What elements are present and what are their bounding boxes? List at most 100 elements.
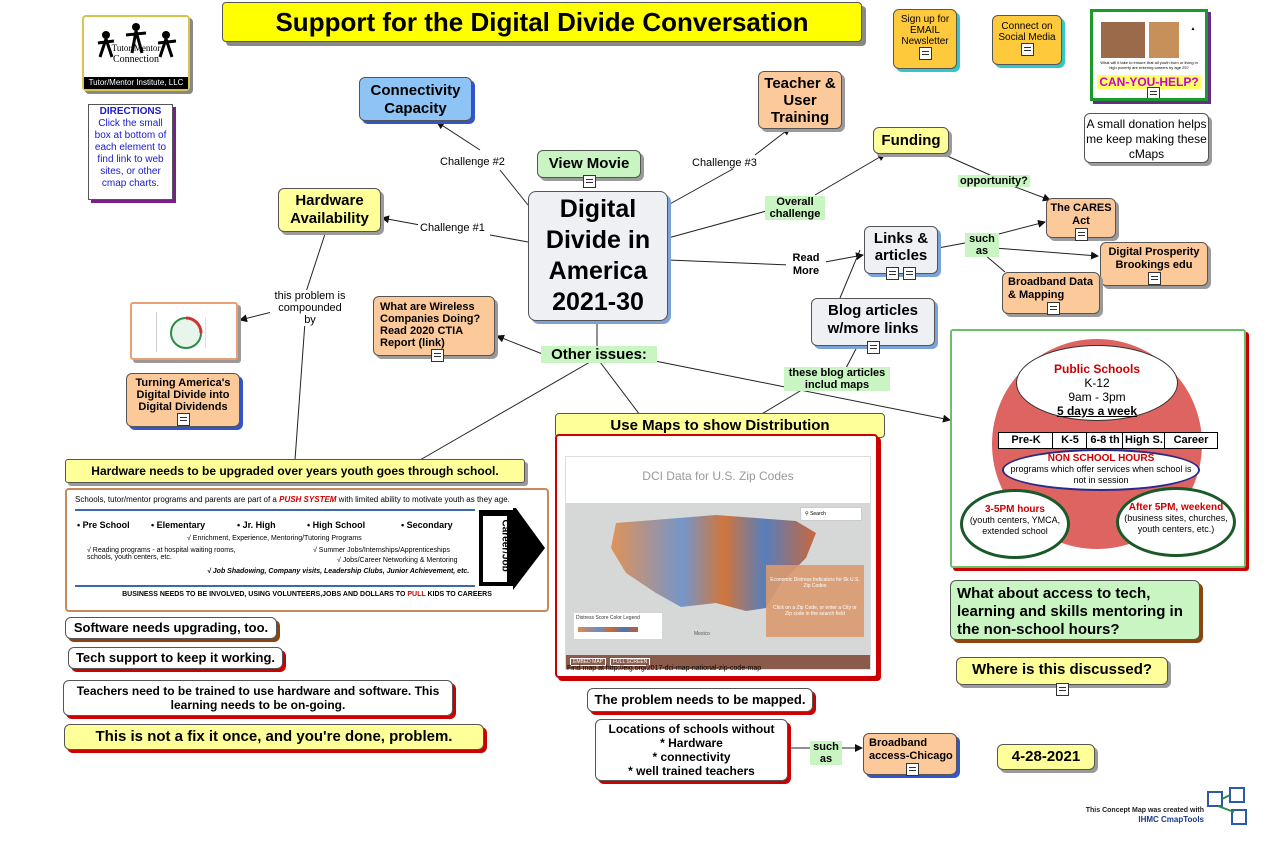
social-media-button[interactable]: Connect on Social Media — [992, 15, 1062, 65]
document-icon[interactable] — [1055, 682, 1069, 696]
blog-articles-label: Blog articles w/more links — [827, 302, 919, 337]
grade-career: Career — [1164, 432, 1218, 449]
push-bottom-em: PULL — [407, 591, 426, 598]
date-node: 4-28-2021 — [997, 744, 1095, 770]
full-screen-button[interactable]: FULL SCREEN — [610, 658, 651, 666]
push-bottom-b: KIDS TO CAREERS — [425, 591, 492, 598]
logo-line1: Tutor/Mentor — [111, 43, 161, 53]
link-icon[interactable] — [903, 266, 917, 280]
map-frame: DCI Data for U.S. Zip Codes Econom — [565, 456, 871, 670]
career-job-label: Career/Job — [499, 519, 511, 572]
map-source-text: Find map at http://eig.org/2017-dci-map-… — [567, 665, 762, 672]
us-heatmap — [574, 515, 864, 639]
logo-line2: Connection — [112, 54, 160, 65]
cmaptools-credit: This Concept Map was created with IHMC C… — [1060, 806, 1204, 824]
blog-maps-label: these blog articles includ maps — [784, 367, 890, 391]
blog-articles-node[interactable]: Blog articles w/more links — [811, 298, 935, 354]
document-icon[interactable] — [885, 266, 899, 280]
links-articles-node[interactable]: Links & articles — [864, 226, 938, 280]
k12-label: K-12 — [1084, 376, 1110, 390]
other-issues-label: Other issues: — [541, 346, 657, 363]
where-discussed-node[interactable]: Where is this discussed? — [956, 657, 1168, 696]
teachers-trained-node: Teachers need to be trained to use hardw… — [63, 680, 453, 716]
newsletter-label: Sign up for EMAIL Newsletter — [900, 14, 950, 47]
turning-america-node[interactable]: Turning America's Digital Divide into Di… — [126, 373, 240, 427]
document-icon[interactable] — [866, 340, 880, 354]
document-icon[interactable] — [430, 349, 444, 362]
newsletter-button[interactable]: Sign up for EMAIL Newsletter — [893, 9, 957, 69]
map-info-title: Economic Distress Indicators for 6k U.S.… — [770, 577, 860, 589]
page-title: Support for the Digital Divide Conversat… — [222, 2, 862, 42]
after-school-title: 3-5PM hours — [984, 504, 1045, 515]
cmaptools-logo-icon — [1207, 787, 1247, 825]
locations-node: Locations of schools without * Hardware … — [595, 719, 788, 781]
donation-image[interactable]: ▲ What will it take to ensure that all y… — [1090, 9, 1208, 101]
tutor-mentor-logo[interactable]: Tutor/Mentor Connection Tutor/Mentor Ins… — [82, 15, 190, 91]
cares-act-node[interactable]: The CARES Act — [1046, 198, 1116, 241]
grade-high-school: High S. — [1122, 432, 1166, 449]
document-icon[interactable] — [1147, 272, 1161, 285]
turning-america-image[interactable] — [130, 302, 238, 360]
career-arrow-icon — [479, 508, 545, 590]
embed-map-button[interactable]: EMBED MAP — [570, 658, 607, 666]
stage-elementary: • Elementary — [151, 520, 206, 530]
tech-support-node: Tech support to keep it working. — [68, 647, 283, 669]
donation-small-text: What will it take to ensure that all you… — [1100, 60, 1198, 70]
dividends-chart-icon — [170, 316, 203, 349]
digital-prosperity-node[interactable]: Digital Prosperity Brookings edu — [1100, 242, 1208, 286]
document-icon[interactable] — [1074, 228, 1088, 241]
push-intro-b: with limited ability to motivate youth a… — [336, 495, 510, 504]
push-intro-a: Schools, tutor/mentor programs and paren… — [75, 495, 280, 504]
people-icon — [97, 23, 177, 58]
non-school-text: programs which offer services when schoo… — [1010, 464, 1192, 485]
document-icon[interactable] — [176, 413, 190, 426]
weekend-title: After 5PM, weekend — [1128, 502, 1224, 513]
document-icon[interactable] — [582, 174, 596, 188]
broadband-data-node[interactable]: Broadband Data & Mapping — [1002, 272, 1100, 315]
problem-mapped-node: The problem needs to be mapped. — [587, 688, 813, 712]
push-line2a: √ Reading programs - at hospital waiting… — [87, 547, 236, 561]
links-articles-label: Links & articles — [873, 230, 929, 264]
wireless-report-node[interactable]: What are Wireless Companies Doing? Read … — [373, 296, 495, 362]
teacher-training-node: Teacher & User Training — [758, 71, 842, 129]
search-icon: ⚲ — [805, 511, 809, 517]
map-area[interactable]: Economic Distress Indicators for 6k U.S.… — [566, 503, 870, 655]
digital-prosperity-label: Digital Prosperity Brookings edu — [1108, 246, 1200, 271]
access-tech-node: What about access to tech, learning and … — [950, 580, 1200, 640]
map-search-input[interactable]: ⚲ Search — [800, 507, 862, 521]
such-as-2-label: such as — [810, 741, 842, 765]
weekend-text: (business sites, churches, youth centers… — [1124, 513, 1228, 534]
compounded-label: this problem is compounded by — [270, 290, 350, 326]
hours-label: 9am - 3pm — [1068, 390, 1126, 404]
broadband-chicago-node[interactable]: Broadband access-Chicago — [863, 733, 957, 776]
social-label: Connect on Social Media — [998, 21, 1056, 43]
push-bottom-a: BUSINESS NEEDS TO BE INVOLVED, USING VOL… — [122, 591, 408, 598]
sidebar-icons — [138, 312, 157, 352]
public-schools-label: Public Schools — [1053, 362, 1140, 376]
school-diagram: Public Schools K-12 9am - 3pm 5 days a w… — [950, 329, 1246, 568]
map-toolbar: EMBED MAP FULL SCREEN — [566, 655, 870, 669]
read-more-label: Read More — [786, 252, 826, 278]
document-icon[interactable] — [1020, 43, 1034, 56]
logo-footer: Tutor/Mentor Institute, LLC — [84, 77, 188, 89]
push-line4: √ Job Shadowing, Company visits, Leaders… — [207, 568, 470, 575]
directions-heading: DIRECTIONS — [99, 106, 162, 117]
credit-line2: IHMC CmapTools — [1138, 815, 1204, 824]
map-panel[interactable]: DCI Data for U.S. Zip Codes Econom — [555, 434, 878, 678]
map-title: DCI Data for U.S. Zip Codes — [642, 469, 794, 483]
document-icon[interactable] — [906, 763, 919, 776]
map-info-text: Click on a Zip Code, or enter a City or … — [773, 605, 857, 617]
challenge-3-label: Challenge #3 — [690, 157, 759, 169]
non-school-title: NON SCHOOL HOURS — [1047, 453, 1155, 464]
stage-jr-high: • Jr. High — [237, 520, 276, 530]
where-discussed-label: Where is this discussed? — [971, 661, 1153, 678]
not-fix-node: This is not a fix it once, and you're do… — [64, 724, 484, 750]
map-city: Mexico — [694, 631, 710, 637]
document-icon[interactable] — [1047, 302, 1060, 315]
map-search-placeholder: Search — [810, 511, 826, 517]
document-icon[interactable] — [1147, 87, 1160, 98]
stage-secondary: • Secondary — [401, 520, 453, 530]
view-movie-node[interactable]: View Movie — [537, 150, 641, 188]
document-icon[interactable] — [918, 47, 932, 60]
broadband-chicago-label: Broadband access-Chicago — [869, 737, 953, 762]
